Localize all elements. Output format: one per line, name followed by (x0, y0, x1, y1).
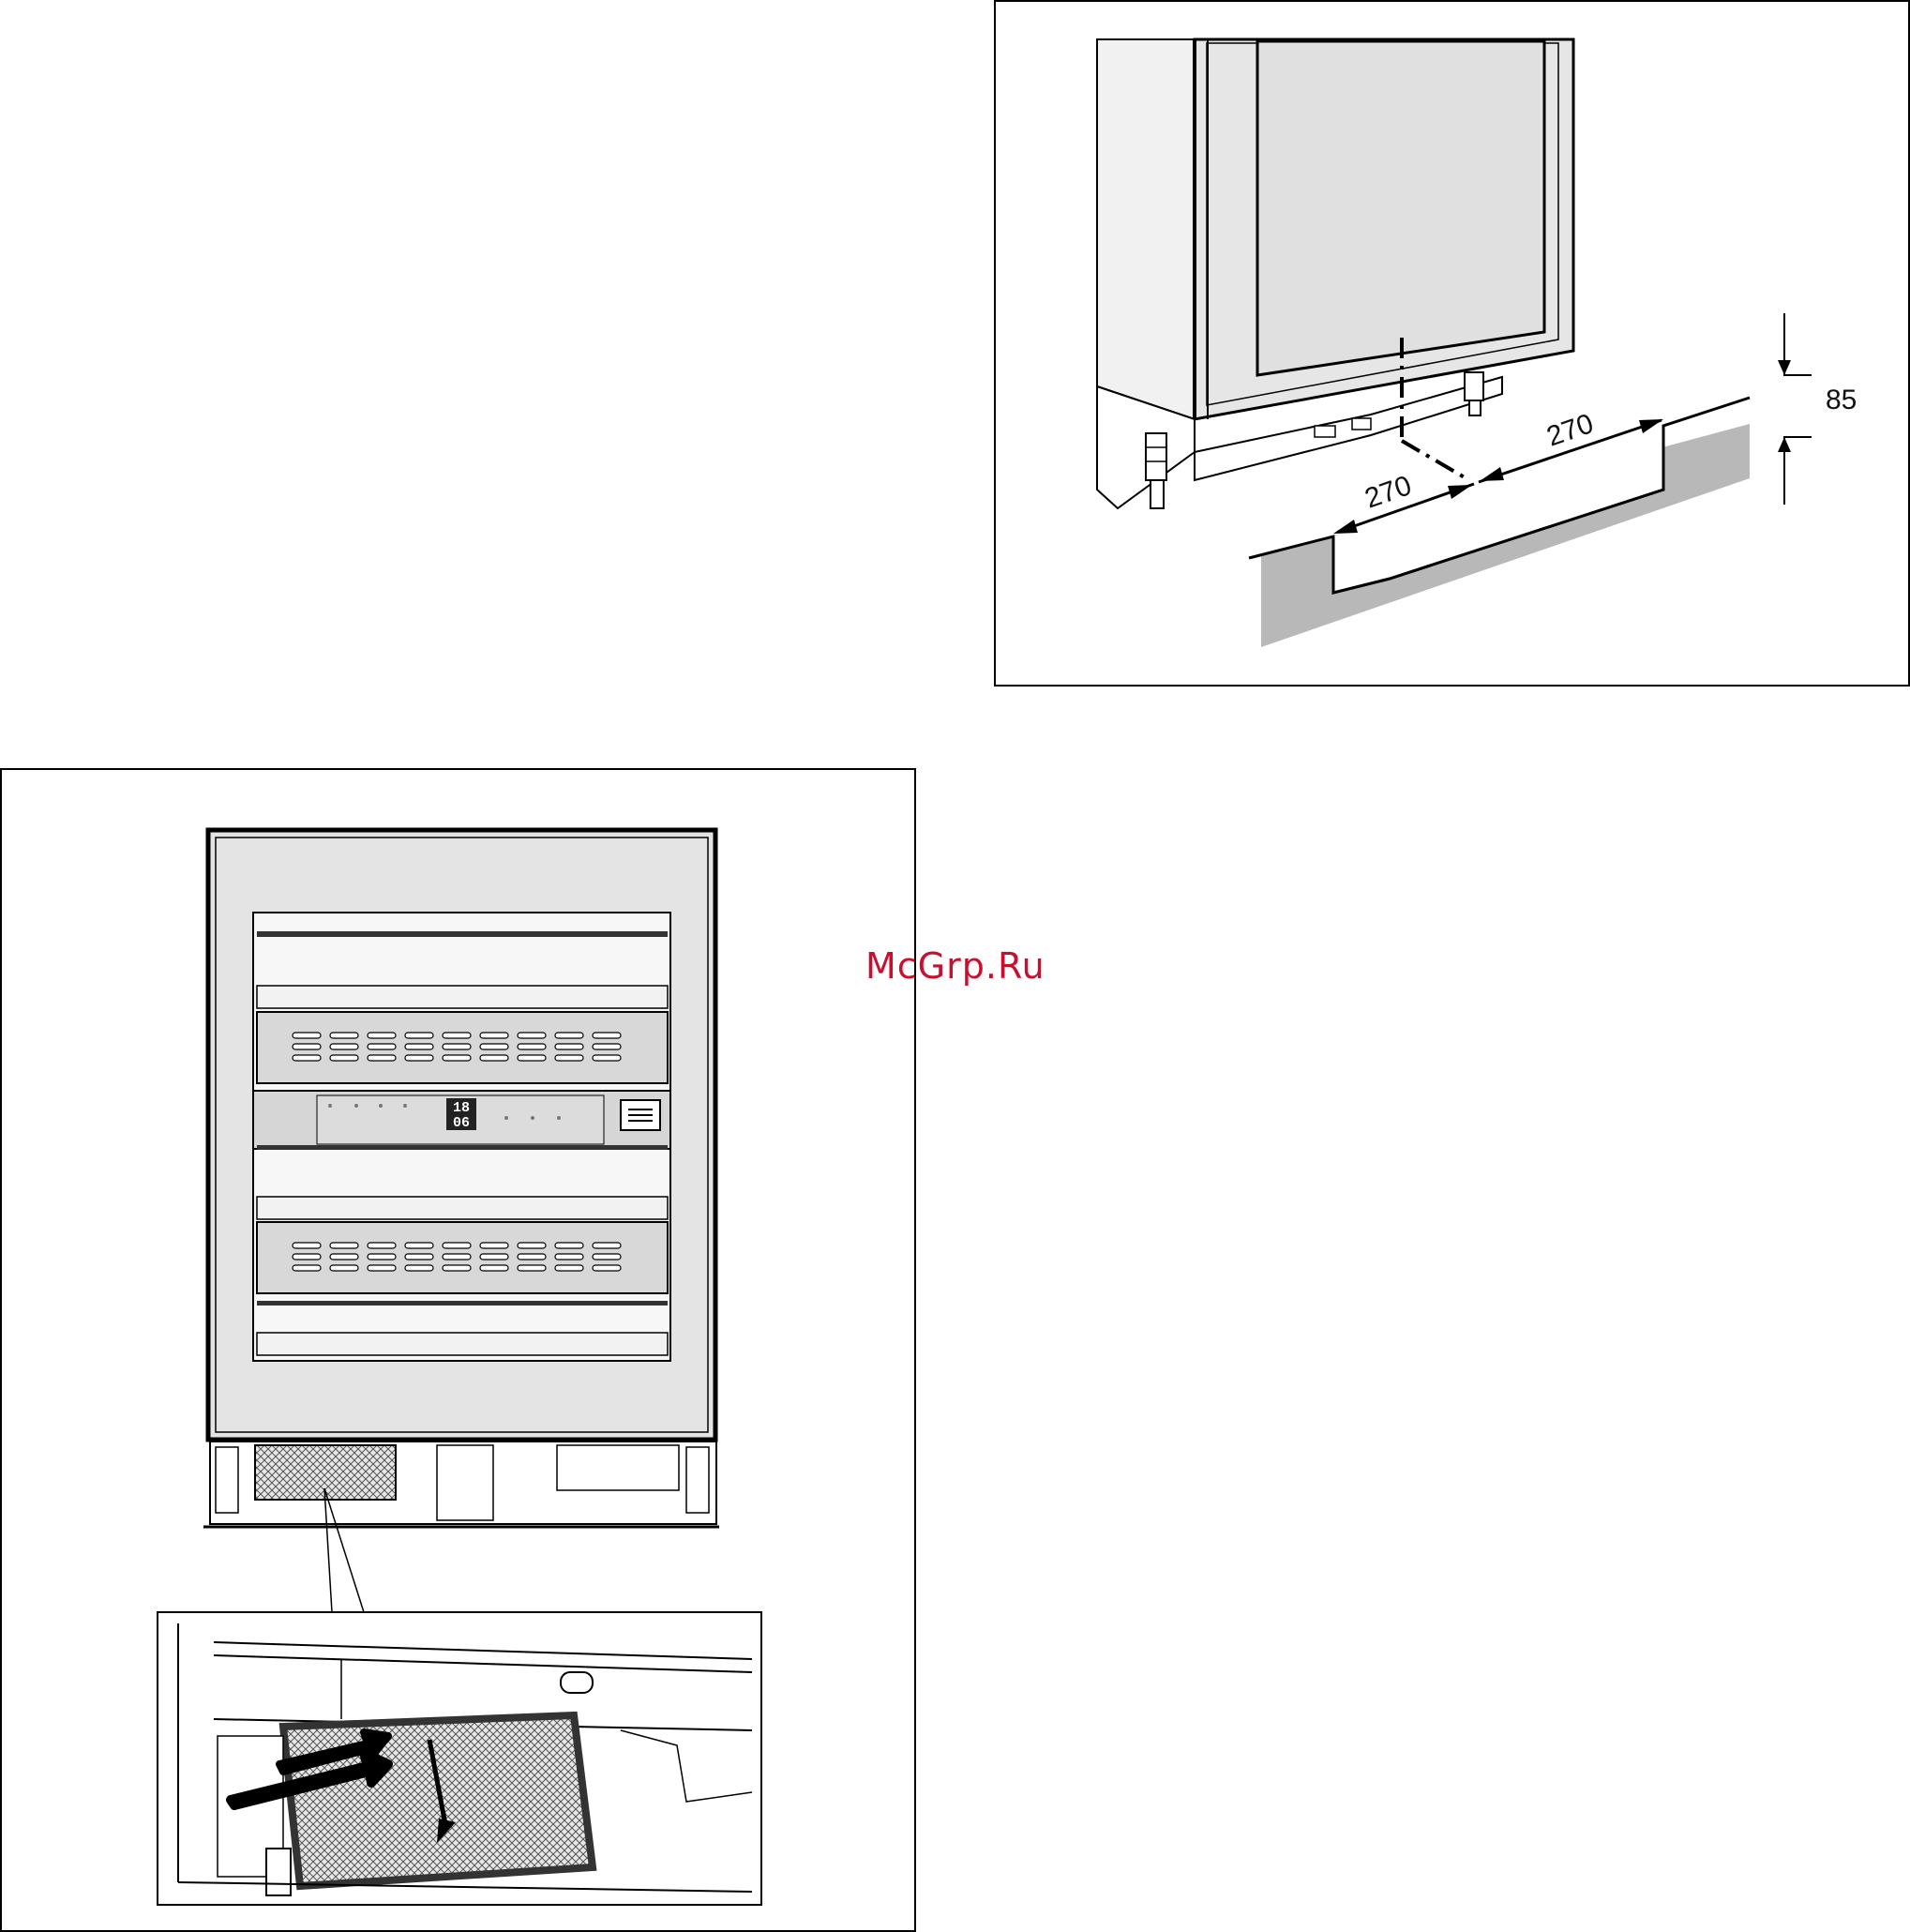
plinth-dimension-figure: 270 270 85 (994, 0, 1910, 687)
plinth-dimension-drawing: 270 270 85 (996, 2, 1908, 685)
upper-shelf-edge (257, 931, 668, 937)
base-foot-left (216, 1447, 238, 1513)
lower-shelf-front (257, 1197, 668, 1219)
detail-adjustable-foot (266, 1849, 291, 1895)
adjustable-foot-left (1146, 433, 1166, 480)
arrowhead-right-start (1480, 467, 1504, 481)
bottom-shelf-front (257, 1333, 668, 1355)
lower-shelf-edge (257, 1145, 668, 1150)
dimension-label-height: 85 (1826, 385, 1857, 415)
lower-drawer-vents (293, 1243, 621, 1271)
upper-shelf-front (257, 986, 668, 1008)
display-line-2: 06 (453, 1115, 470, 1131)
detail-clip (561, 1672, 593, 1693)
arrowhead-left-start (1333, 520, 1358, 534)
appliance-side-panel (1097, 39, 1195, 419)
upper-drawer-vents (293, 1033, 621, 1061)
filter-detail (283, 1715, 593, 1886)
ventilation-filter-figure: 18 06 (0, 768, 916, 1932)
adjustable-foot-right (1465, 372, 1483, 400)
watermark: McGrp.Ru (865, 945, 1045, 987)
base-foot-right (686, 1447, 709, 1513)
display-line-1: 18 (453, 1100, 470, 1116)
wine-cooler-drawing: 18 06 (2, 770, 914, 1930)
door-glass-pane (1257, 41, 1544, 375)
